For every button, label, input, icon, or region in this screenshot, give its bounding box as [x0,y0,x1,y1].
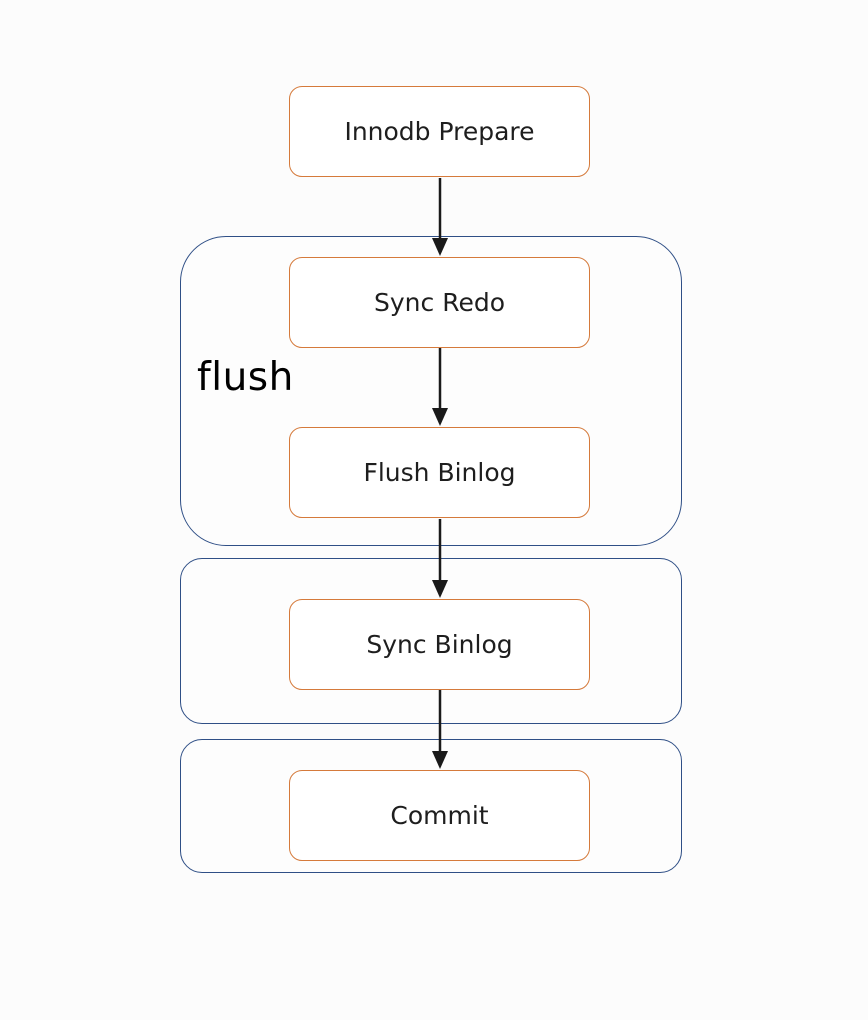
step-commit: Commit [289,770,590,861]
step-innodb-prepare: Innodb Prepare [289,86,590,177]
step-sync-binlog: Sync Binlog [289,599,590,690]
step-sync-redo: Sync Redo [289,257,590,348]
flush-group-label: flush [197,355,294,400]
step-flush-binlog: Flush Binlog [289,427,590,518]
